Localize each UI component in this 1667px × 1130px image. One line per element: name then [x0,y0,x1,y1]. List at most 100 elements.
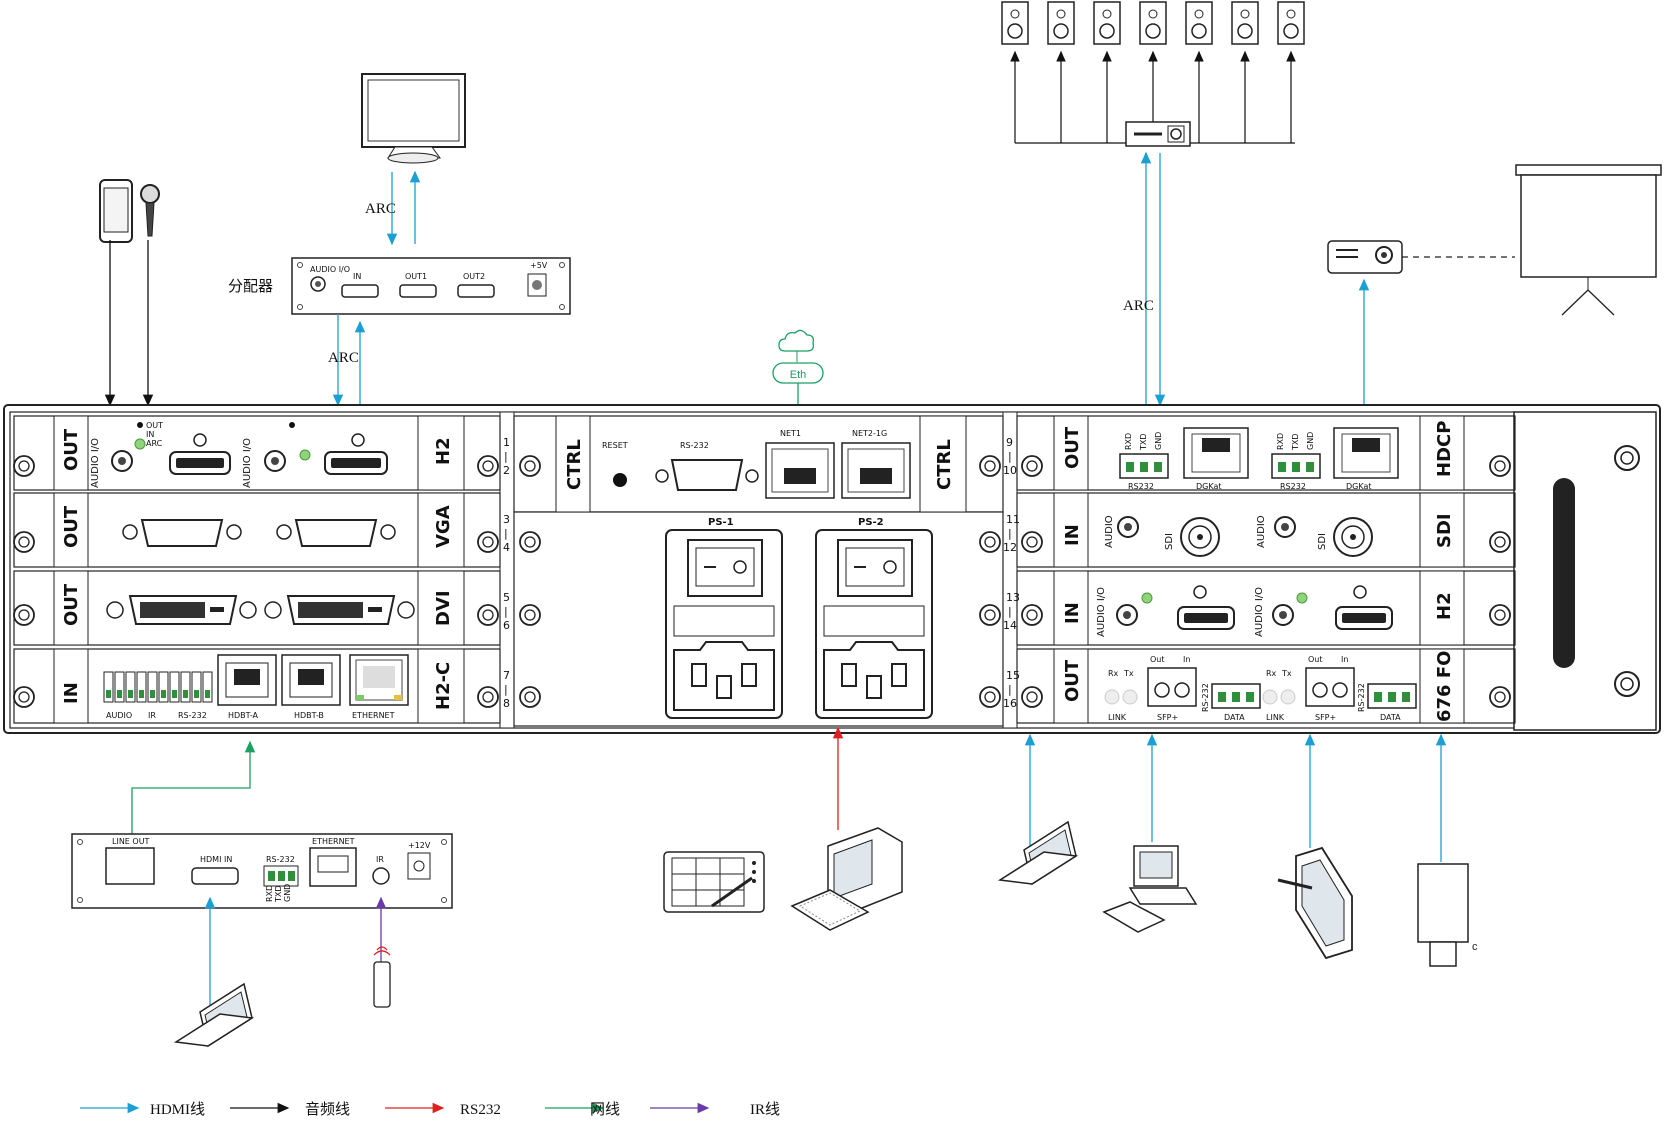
audio-io-label-b: AUDIO I/O [242,438,253,488]
reset-button[interactable] [613,473,627,487]
bottom-label-hdbta: HDBT-A [228,711,259,720]
fo-data-label-1: DATA [1224,713,1245,722]
card-dir-label: OUT [1062,659,1083,702]
svg-text:|: | [1008,527,1012,540]
handle-icon [1553,478,1575,668]
led-arc-label: ARC [146,439,163,448]
fo-link-label-2: LINK [1266,713,1285,722]
splitter-audio-label: AUDIO I/O [310,265,350,274]
txd-label-2: TXD [1291,433,1300,451]
receiver-gnd-label: GND [283,884,292,902]
svg-text:|: | [1008,450,1012,463]
card-name-label: H2-C [433,662,454,710]
slot-number: 10 [1003,464,1017,477]
slot-number: 11 [1006,513,1020,526]
slot-number: 7 [503,669,510,682]
net1-label: NET1 [780,429,801,438]
arc-label-receiver: ARC [1123,298,1154,314]
legend-label: RS232 [460,1102,501,1118]
sdi-port-label-1: SDI [1164,533,1175,550]
fo-out-label-2: Out [1308,655,1323,664]
card-dir-label: IN [1062,524,1083,546]
card-dir-label: OUT [61,428,82,471]
sdi-port-label-2: SDI [1317,533,1328,550]
speaker-array [1001,1,1305,143]
ps2-label: PS-2 [858,517,884,528]
rxd-label-1: RXD [1124,433,1133,450]
svg-text:|: | [504,605,508,618]
card-name-label: VGA [433,505,454,548]
touch-panel-icon [663,851,765,913]
h2c-card-ports: AUDIO IR RS-232 HDBT-A HDBT-B ETHERNET [103,654,409,720]
speaker-icon [1277,1,1305,45]
dvi-ports [106,595,415,625]
card-name-label: H2 [1434,592,1455,620]
h2in-audio-label-1: AUDIO I/O [1096,587,1107,637]
fo-tx-label-2: Tx [1281,669,1292,678]
gnd-label-2: GND [1306,432,1315,450]
slot-number: 1 [503,436,510,449]
led-in-label: IN [146,430,154,439]
card-dir-label: IN [61,682,82,704]
slot-number: 9 [1006,436,1013,449]
splitter-in-label: IN [353,272,361,281]
fo-tx-label-1: Tx [1123,669,1134,678]
receiver-rs232-label: RS-232 [266,855,295,864]
phone-icon [99,179,133,243]
rs232-label-1: RS232 [1128,482,1154,491]
card-name-label: 676 FO [1434,651,1455,722]
fo-rx-label-2: Rx [1266,669,1277,678]
svg-text:|: | [504,683,508,696]
dgkat-label-1: DGKat [1196,482,1222,491]
reset-label: RESET [602,441,628,450]
vga-ports [122,519,396,547]
receiver-ethernet-label: ETHERNET [312,837,355,846]
fo-sfp-label-2: SFP+ [1315,713,1336,722]
ctrl-label-left: CTRL [564,439,585,490]
tablet-icon [1277,846,1353,960]
hdmi-in-label: HDMI IN [200,855,232,864]
h2in-audio-label-2: AUDIO I/O [1254,587,1265,637]
bottom-label-rs232: RS-232 [178,711,207,720]
legend-label: HDMI线 [150,1101,205,1118]
line-out-label: LINE OUT [112,837,150,846]
laptop-icon [173,982,255,1048]
legend-item: HDMI线 [80,1101,205,1118]
sdi-audio-label-1: AUDIO [1104,515,1115,548]
fo-data-label-2: DATA [1380,713,1401,722]
legend-item: 音频线 [230,1101,350,1118]
bottom-label-ethernet: ETHERNET [352,711,395,720]
laptop-icon [997,820,1079,886]
dgkat-label-2: DGKat [1346,482,1372,491]
slot-number: 5 [503,591,510,604]
card-dir-label: OUT [1062,426,1083,469]
sdi-audio-label-2: AUDIO [1256,515,1267,548]
projection-screen-icon [1515,164,1662,316]
rxd-label-2: RXD [1276,433,1285,450]
svg-text:|: | [1008,683,1012,696]
rs232-label-2: RS232 [1280,482,1306,491]
legend-label: 音频线 [305,1101,350,1118]
microphone-icon [140,184,160,237]
fo-rs232-label-2: RS-232 [1357,683,1366,712]
speaker-icon [1093,1,1121,45]
fo-sfp-label-1: SFP+ [1157,713,1178,722]
legend-item: RS232 [385,1102,501,1118]
fo-rx-label-1: Rx [1108,669,1119,678]
splitter-out2-label: OUT2 [463,272,485,281]
svg-text:|: | [504,450,508,463]
splitter-device: AUDIO I/O IN OUT1 OUT2 +5V [291,257,571,315]
splitter-out1-label: OUT1 [405,272,427,281]
gnd-label-1: GND [1154,432,1163,450]
slot-number: 2 [503,464,510,477]
fo-in-label-2: In [1341,655,1348,664]
eth-label: Eth [790,369,807,381]
sdi-card-ports: AUDIO SDI AUDIO SDI [1104,515,1373,557]
slot-number: 13 [1006,591,1020,604]
